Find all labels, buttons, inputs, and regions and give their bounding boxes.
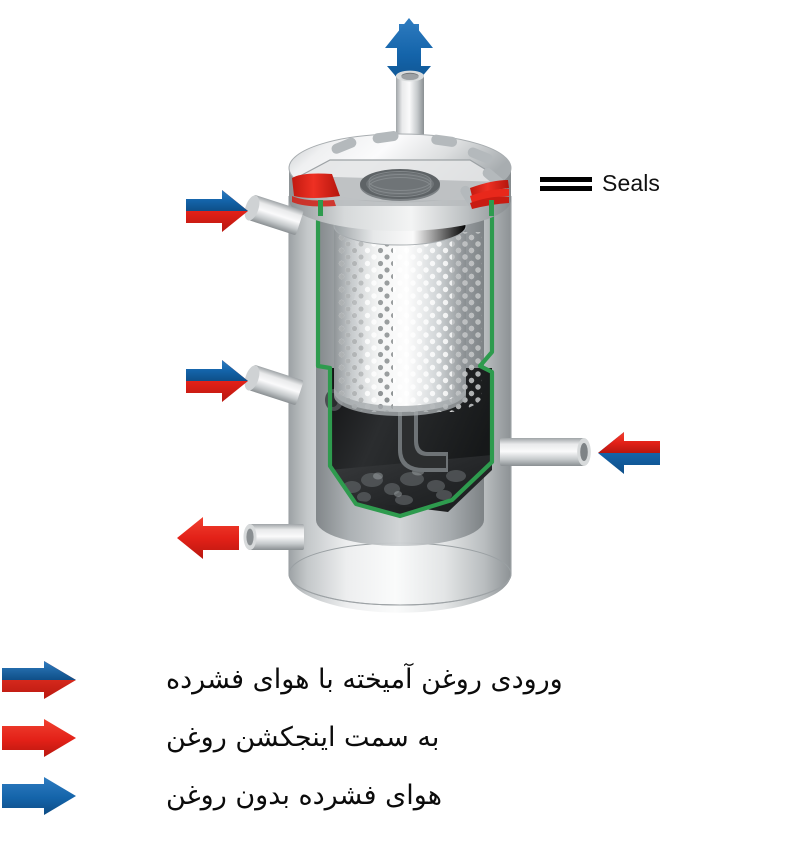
seals-callout: Seals [540,172,660,195]
legend-label-mixed-oil-air: ورودی روغن آمیخته با هوای فشرده [166,664,563,696]
legend-label-oil-free-air: هوای فشرده بدون روغن [166,780,442,812]
legend: ورودی روغن آمیخته با هوای فشرده به سمت ا… [0,640,800,852]
seal-ring-left [292,173,340,207]
legend-label-to-oil-injection: به سمت اینجکشن روغن [166,722,440,754]
top-flange-lid [288,131,512,231]
side-port-upper-left [244,195,304,235]
center-threaded-port [360,169,440,201]
arrow-middle-left-inlet [186,360,248,402]
side-port-right [500,438,591,466]
legend-arrow-blue-red-icon [0,660,78,700]
legend-item-mixed-oil-air: ورودی روغن آمیخته با هوای فشرده [0,652,800,708]
perforated-filter-element [333,206,482,416]
legend-item-to-oil-injection: به سمت اینجکشن روغن [0,710,800,766]
green-gasket-line [315,203,495,519]
seals-double-line-marker-icon [540,176,592,192]
legend-arrow-red-icon [0,718,78,758]
arrow-right-inlet [598,432,660,474]
arrow-lower-left-outlet [177,517,239,559]
arrow-upper-left-inlet [186,190,248,232]
side-port-lower-left [243,524,304,550]
separator-vessel-illustration [177,18,660,613]
seals-label: Seals [602,170,661,196]
legend-item-oil-free-air: هوای فشرده بدون روغن [0,768,800,824]
side-port-middle-left [244,365,304,405]
legend-arrow-blue-icon [0,776,78,816]
